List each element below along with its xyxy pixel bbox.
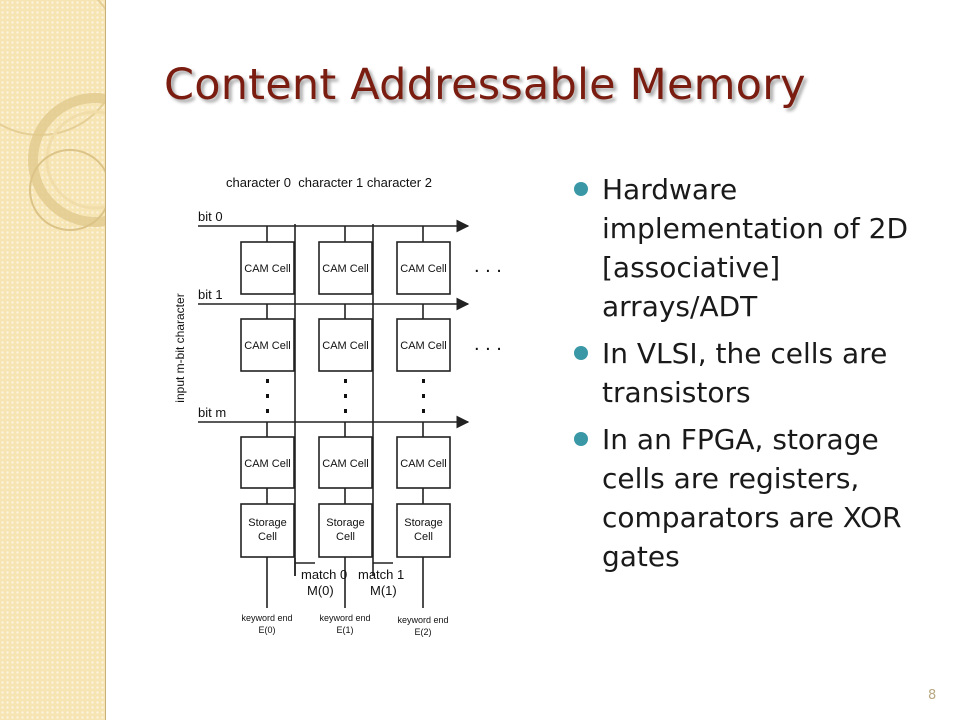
bullet-item: Hardware implementation of 2D [associati… — [572, 170, 942, 326]
bullet-text: In an FPGA, storage cells are registers,… — [602, 423, 902, 573]
bullet-list: Hardware implementation of 2D [associati… — [572, 170, 942, 584]
keyword-end-label-0-line1: keyword end — [241, 613, 292, 623]
cam-cell-label: CAM Cell — [244, 263, 290, 275]
continuation-dots-row-1: . . . — [474, 333, 502, 355]
vertical-ellipsis — [266, 379, 425, 413]
decorative-sidebar — [0, 0, 106, 720]
diagram-column-header: character 0 character 1 character 2 — [226, 175, 432, 190]
storage-cell-label-line1: Storage — [404, 517, 443, 529]
storage-cell-row: Storage Cell Storage Cell Storage Cell — [240, 503, 451, 558]
cam-cell-label: CAM Cell — [400, 263, 446, 275]
keyword-end-label-1-line1: keyword end — [319, 613, 370, 623]
page-number: 8 — [928, 688, 937, 703]
storage-cell-label-line1: Storage — [248, 517, 287, 529]
bit-label-m: bit m — [198, 405, 226, 420]
keyword-end-label-2-line2: E(2) — [414, 627, 431, 637]
keyword-end-label-0-line2: E(0) — [258, 625, 275, 635]
bit-label-1: bit 1 — [198, 287, 223, 302]
storage-cell-label-line2: Cell — [414, 531, 433, 543]
bullet-item: In an FPGA, storage cells are registers,… — [572, 420, 942, 576]
bullet-dot-icon — [574, 432, 588, 446]
cam-array-diagram: character 0 character 1 character 2 inpu… — [173, 175, 502, 637]
match-label-1-line2: M(1) — [370, 583, 397, 598]
cam-cell-label: CAM Cell — [400, 340, 446, 352]
bullet-text: Hardware implementation of 2D [associati… — [602, 173, 909, 323]
bullet-text: In VLSI, the cells are transistors — [602, 337, 888, 409]
storage-cell-label-line2: Cell — [336, 531, 355, 543]
bullet-dot-icon — [574, 346, 588, 360]
bit-label-0: bit 0 — [198, 209, 223, 224]
cam-cell-row-1: CAM Cell CAM Cell CAM Cell — [240, 318, 451, 372]
cam-cell-label: CAM Cell — [400, 458, 446, 470]
slide-title: Content Addressable Memory — [164, 60, 806, 110]
diagram-side-label: input m-bit character — [173, 293, 187, 402]
cam-cell-label: CAM Cell — [244, 340, 290, 352]
match-label-0-line2: M(0) — [307, 583, 334, 598]
bullet-dot-icon — [574, 182, 588, 196]
cam-cell-row-m: CAM Cell CAM Cell CAM Cell — [240, 436, 451, 489]
keyword-end-label-1-line2: E(1) — [336, 625, 353, 635]
cam-cell-label: CAM Cell — [322, 340, 368, 352]
bullet-item: In VLSI, the cells are transistors — [572, 334, 942, 412]
storage-cell-label-line1: Storage — [326, 517, 365, 529]
continuation-dots-row-0: . . . — [474, 255, 502, 277]
storage-cell-label-line2: Cell — [258, 531, 277, 543]
match-label-1-line1: match 1 — [358, 567, 404, 582]
cam-cell-label: CAM Cell — [244, 458, 290, 470]
cam-cell-row-0: CAM Cell CAM Cell CAM Cell — [240, 241, 451, 295]
sidebar-circles-ornament — [0, 0, 105, 231]
cam-cell-label: CAM Cell — [322, 263, 368, 275]
keyword-end-label-2-line1: keyword end — [397, 615, 448, 625]
cam-cell-label: CAM Cell — [322, 458, 368, 470]
match-label-0-line1: match 0 — [301, 567, 347, 582]
